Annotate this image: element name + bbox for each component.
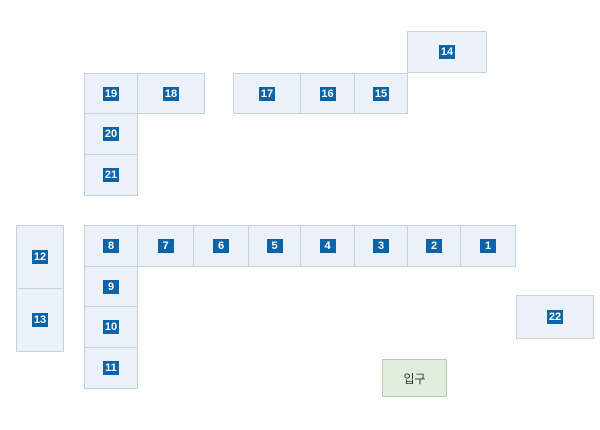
- booth-number: 22: [547, 310, 563, 324]
- booth-number: 21: [103, 168, 119, 182]
- booth-number: 4: [319, 239, 336, 253]
- booth-1[interactable]: 1: [460, 225, 516, 267]
- booth-number: 14: [439, 45, 455, 59]
- booth-12[interactable]: 12: [16, 225, 64, 289]
- booth-number: 7: [157, 239, 174, 253]
- booth-number: 6: [213, 239, 229, 253]
- booth-number: 9: [103, 279, 119, 294]
- booth-20[interactable]: 20: [84, 113, 138, 155]
- booth-5[interactable]: 5: [248, 225, 301, 267]
- booth-number: 17: [259, 86, 275, 101]
- booth-number: 11: [103, 361, 119, 375]
- booth-19[interactable]: 19: [84, 73, 138, 114]
- booth-14[interactable]: 14: [407, 31, 487, 73]
- entrance: 입구: [382, 359, 447, 397]
- entrance-label: 입구: [403, 371, 426, 386]
- booth-number: 13: [32, 313, 48, 327]
- booth-9[interactable]: 9: [84, 266, 138, 307]
- booth-16[interactable]: 16: [300, 73, 355, 114]
- booth-13[interactable]: 13: [16, 288, 64, 352]
- booth-number: 18: [163, 86, 179, 101]
- booth-17[interactable]: 17: [233, 73, 301, 114]
- booth-number: 10: [103, 320, 119, 334]
- booth-18[interactable]: 18: [137, 73, 205, 114]
- booth-number: 12: [32, 250, 48, 264]
- booth-number: 16: [319, 86, 336, 101]
- booth-15[interactable]: 15: [354, 73, 408, 114]
- booth-number: 5: [266, 239, 283, 253]
- booth-2[interactable]: 2: [407, 225, 461, 267]
- booth-number: 8: [103, 239, 119, 253]
- booth-number: 1: [480, 239, 496, 253]
- booth-3[interactable]: 3: [354, 225, 408, 267]
- booth-number: 3: [373, 239, 389, 253]
- booth-number: 15: [373, 86, 389, 101]
- booth-number: 2: [426, 239, 442, 253]
- booth-4[interactable]: 4: [300, 225, 355, 267]
- booth-7[interactable]: 7: [137, 225, 194, 267]
- booth-6[interactable]: 6: [193, 225, 249, 267]
- booth-22[interactable]: 22: [516, 295, 594, 339]
- booth-number: 20: [103, 127, 119, 141]
- booth-8[interactable]: 8: [84, 225, 138, 267]
- booth-number: 19: [103, 86, 119, 101]
- booth-21[interactable]: 21: [84, 154, 138, 196]
- booth-11[interactable]: 11: [84, 347, 138, 389]
- booth-10[interactable]: 10: [84, 306, 138, 348]
